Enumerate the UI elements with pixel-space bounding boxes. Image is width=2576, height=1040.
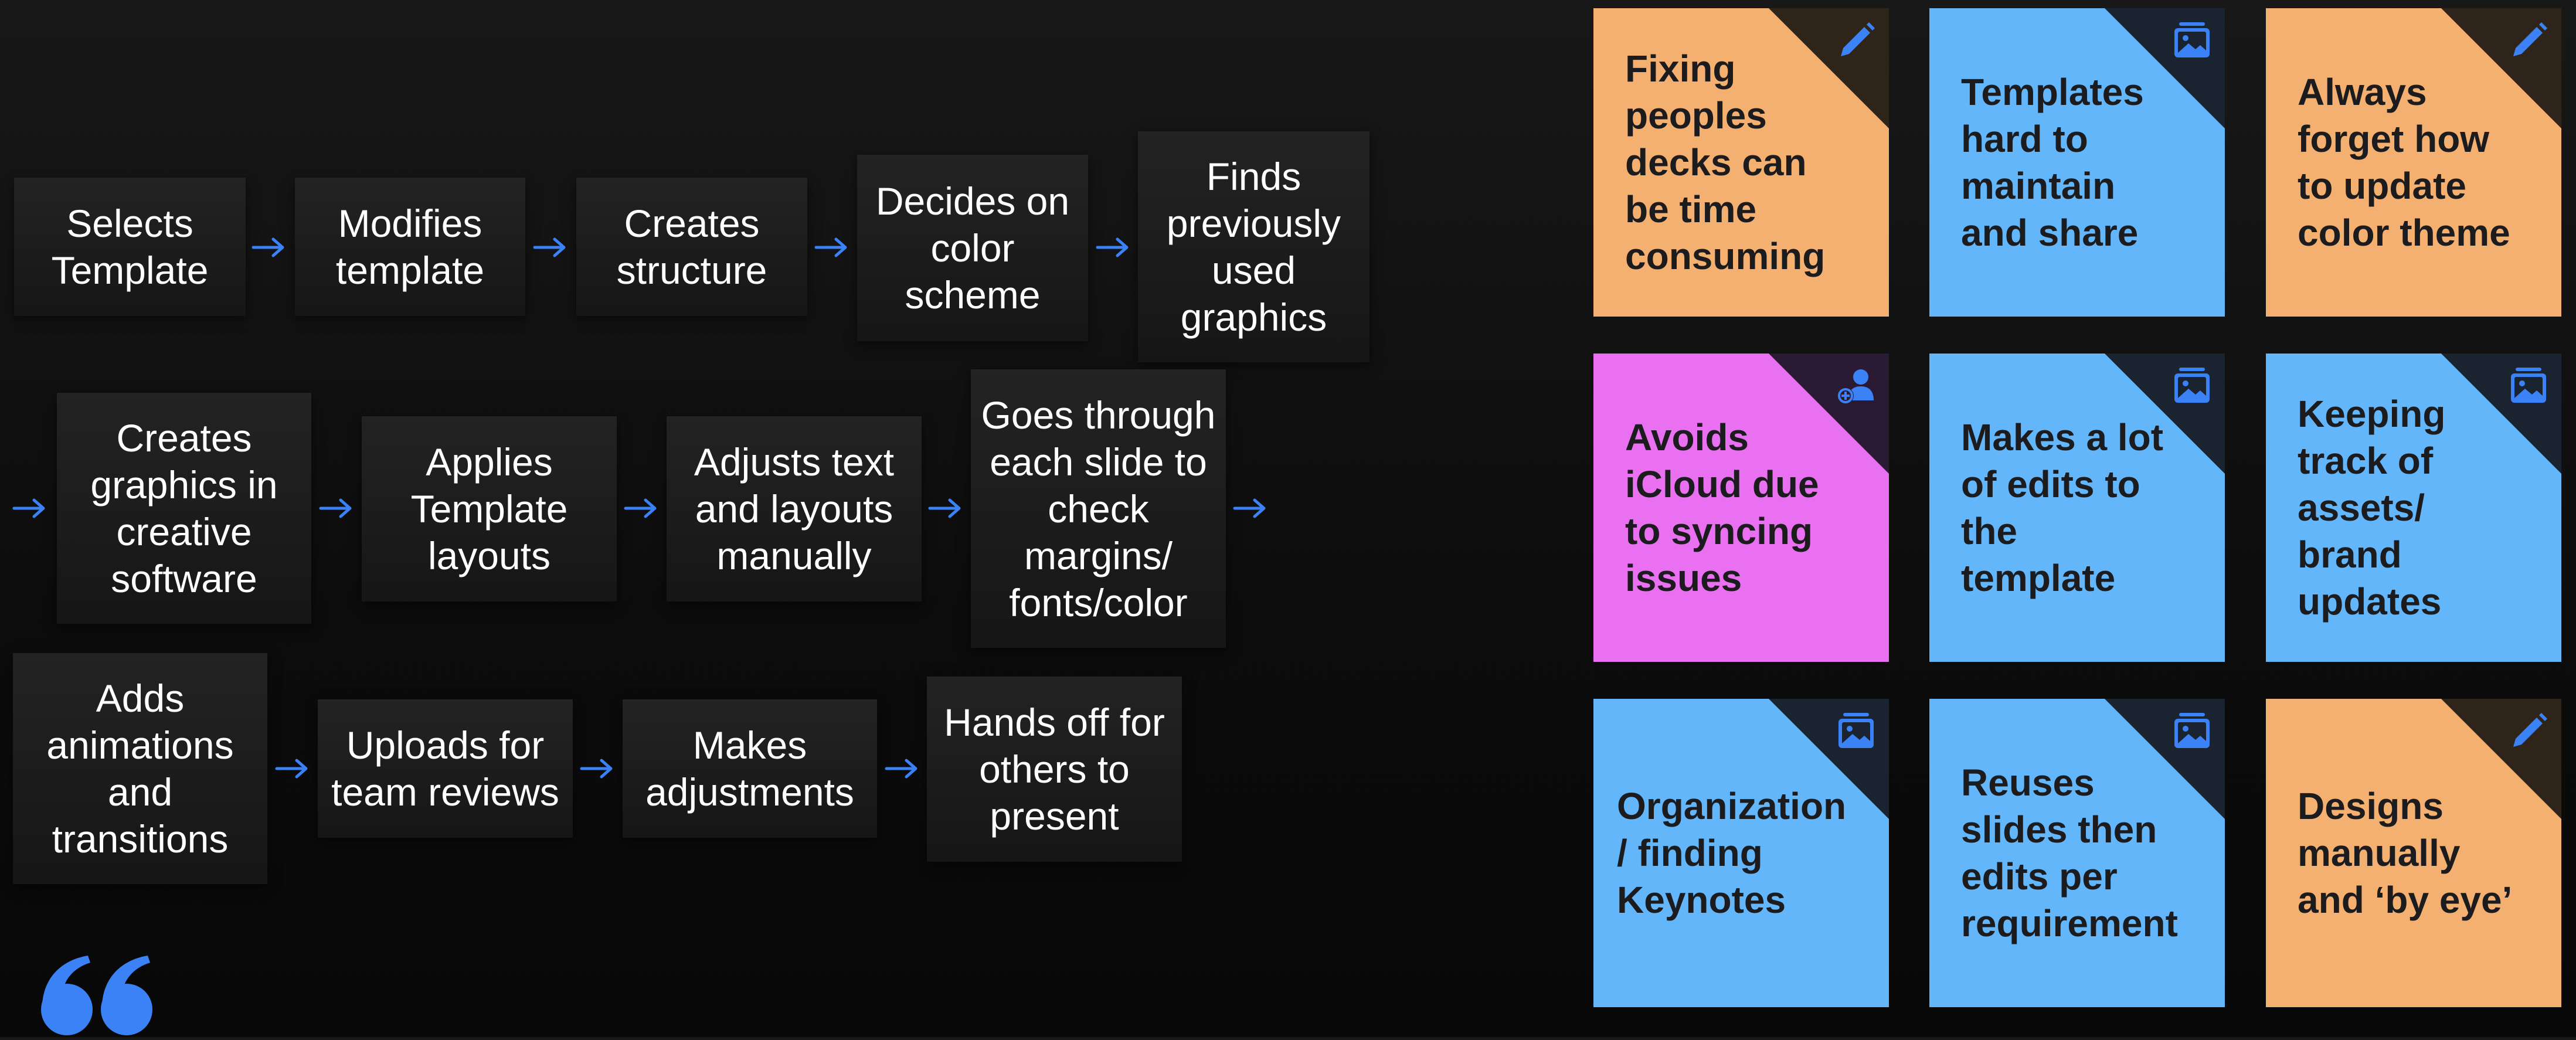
sticky-note: Fixing peoples decks can be time consumi… — [1593, 8, 1889, 317]
flow-arrow — [1095, 236, 1130, 259]
flow-arrow — [623, 497, 658, 520]
flow-arrow — [251, 236, 286, 259]
sticky-note: Makes a lot of edits to the template — [1929, 354, 2225, 662]
flow-arrow — [12, 497, 47, 520]
pencil-icon — [2513, 22, 2547, 56]
pencil-icon — [1841, 22, 1875, 56]
step-adds-animations: Adds animations and transitions — [13, 653, 267, 884]
flow-arrow — [579, 757, 614, 780]
flow-arrow — [814, 236, 849, 259]
sticky-note: Templates hard to maintain and share — [1929, 8, 2225, 317]
sticky-note-text: Keeping track of assets/ brand updates — [2298, 393, 2446, 623]
photo-stack-icon — [1838, 713, 1874, 748]
flow-arrow — [927, 497, 963, 520]
sticky-note: Designs manually and ‘by eye’ — [2266, 699, 2561, 1007]
flow-arrow — [274, 757, 310, 780]
add-person-icon — [1837, 369, 1874, 404]
sticky-note: Organization / finding Keynotes — [1593, 699, 1889, 1007]
sticky-note-text: Avoids iCloud due to syncing issues — [1625, 416, 1819, 599]
sticky-note-text: Designs manually and ‘by eye’ — [2298, 785, 2513, 921]
photo-stack-icon — [2174, 368, 2210, 403]
sticky-note-text: Makes a lot of edits to the template — [1961, 416, 2164, 599]
step-creates-graphics: Creates graphics in creative software — [57, 393, 311, 624]
sticky-note-text: Reuses slides then edits per requirement — [1961, 762, 2178, 944]
sticky-note-text: Templates hard to maintain and share — [1961, 71, 2144, 254]
photo-stack-icon — [2174, 22, 2210, 57]
step-creates-structure: Creates structure — [576, 178, 807, 316]
step-uploads-for-review: Uploads for team reviews — [318, 699, 573, 838]
quote-icon — [39, 956, 156, 1037]
sticky-note-text: Fixing peoples decks can be time consumi… — [1625, 47, 1826, 277]
step-selects-template: Selects Template — [14, 178, 246, 316]
step-checks-slides: Goes through each slide to check margins… — [971, 369, 1226, 648]
flow-arrow — [318, 497, 354, 520]
step-finds-graphics: Finds previously used graphics — [1138, 131, 1369, 362]
photo-stack-icon — [2511, 368, 2546, 403]
sticky-note: Avoids iCloud due to syncing issues — [1593, 354, 1889, 662]
flow-arrow — [1232, 497, 1267, 520]
sticky-note-text: Organization / finding Keynotes — [1617, 785, 1847, 921]
step-modifies-template: Modifies template — [295, 178, 525, 316]
sticky-note: Always forget how to update color theme — [2266, 8, 2561, 317]
sticky-note: Reuses slides then edits per requirement — [1929, 699, 2225, 1007]
pencil-icon — [2513, 713, 2547, 747]
flow-arrow — [884, 757, 919, 780]
step-makes-adjustments: Makes adjustments — [623, 699, 877, 838]
step-applies-template-layouts: Applies Template layouts — [362, 416, 617, 601]
step-adjusts-text-layouts: Adjusts text and layouts manually — [667, 416, 922, 601]
sticky-note: Keeping track of assets/ brand updates — [2266, 354, 2561, 662]
step-hands-off: Hands off for others to present — [927, 677, 1182, 862]
sticky-note-text: Always forget how to update color theme — [2298, 71, 2510, 254]
step-decides-color-scheme: Decides on color scheme — [857, 155, 1088, 341]
flow-arrow — [532, 236, 567, 259]
photo-stack-icon — [2174, 713, 2210, 748]
